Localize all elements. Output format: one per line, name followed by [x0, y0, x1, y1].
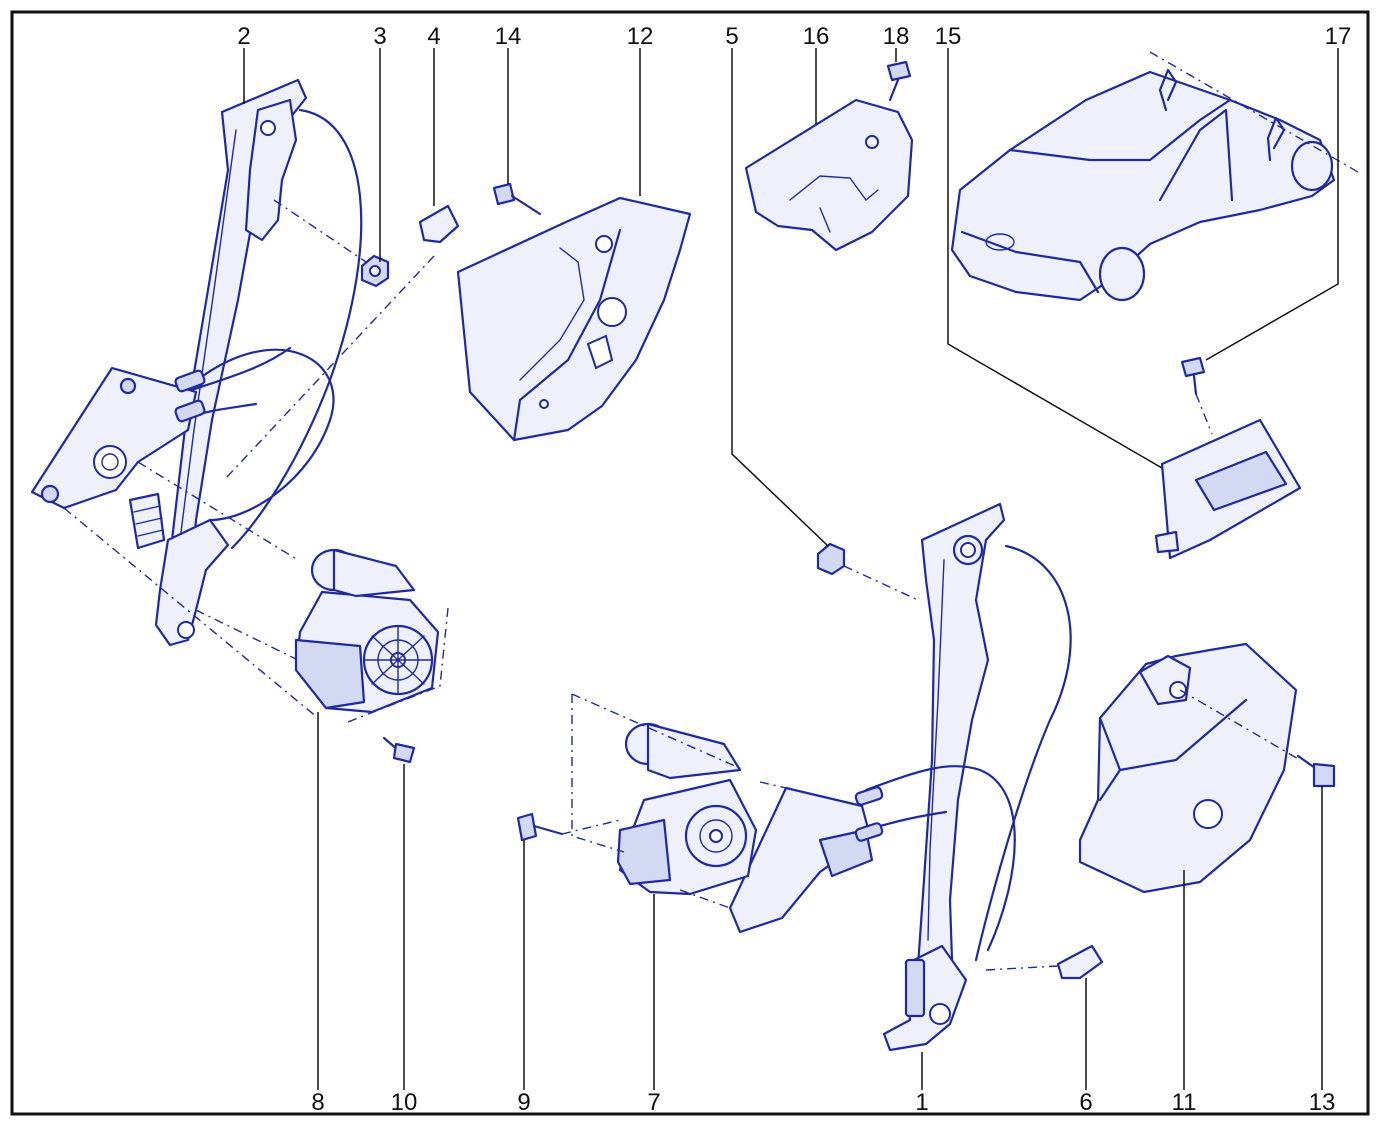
callout-1: 1 — [915, 1089, 928, 1116]
control-module-15 — [1154, 418, 1302, 560]
callout-14: 14 — [495, 23, 522, 50]
callout-2: 2 — [237, 23, 250, 50]
left-cover-12 — [456, 196, 692, 442]
screw-14 — [492, 182, 542, 216]
callout-9: 9 — [517, 1089, 530, 1116]
left-regulator-motor — [294, 548, 440, 714]
right-cover-11 — [1078, 642, 1298, 894]
callout-12: 12 — [627, 23, 654, 50]
callout-11: 11 — [1172, 1089, 1197, 1116]
nut-3 — [360, 254, 390, 288]
callout-18: 18 — [883, 23, 910, 50]
callout-7: 7 — [647, 1089, 660, 1116]
callout-3: 3 — [373, 23, 386, 50]
left-window-regulator — [30, 78, 363, 647]
callout-17: 17 — [1325, 23, 1352, 50]
clip-6 — [1056, 944, 1104, 980]
clip-4 — [418, 204, 460, 244]
callout-4: 4 — [427, 23, 440, 50]
screw-10 — [382, 736, 416, 764]
callout-13: 13 — [1309, 1089, 1336, 1116]
callout-5: 5 — [725, 23, 738, 50]
screw-17 — [1180, 356, 1206, 396]
callout-8: 8 — [311, 1089, 324, 1116]
vehicle-location-view — [950, 68, 1336, 302]
screw-18 — [886, 60, 912, 102]
right-regulator-motor — [616, 722, 758, 896]
cover-16 — [744, 98, 914, 252]
right-window-regulator — [864, 502, 1072, 1052]
right-motor-plate — [728, 786, 884, 934]
callout-15: 15 — [935, 23, 962, 50]
screw-9 — [516, 812, 564, 842]
callout-6: 6 — [1079, 1089, 1092, 1116]
leader-17 — [1205, 48, 1339, 361]
screw-13 — [1296, 754, 1336, 788]
leader-5 — [731, 48, 829, 547]
leader-15 — [947, 48, 1163, 469]
callout-16: 16 — [803, 23, 830, 50]
callout-10: 10 — [391, 1089, 418, 1116]
